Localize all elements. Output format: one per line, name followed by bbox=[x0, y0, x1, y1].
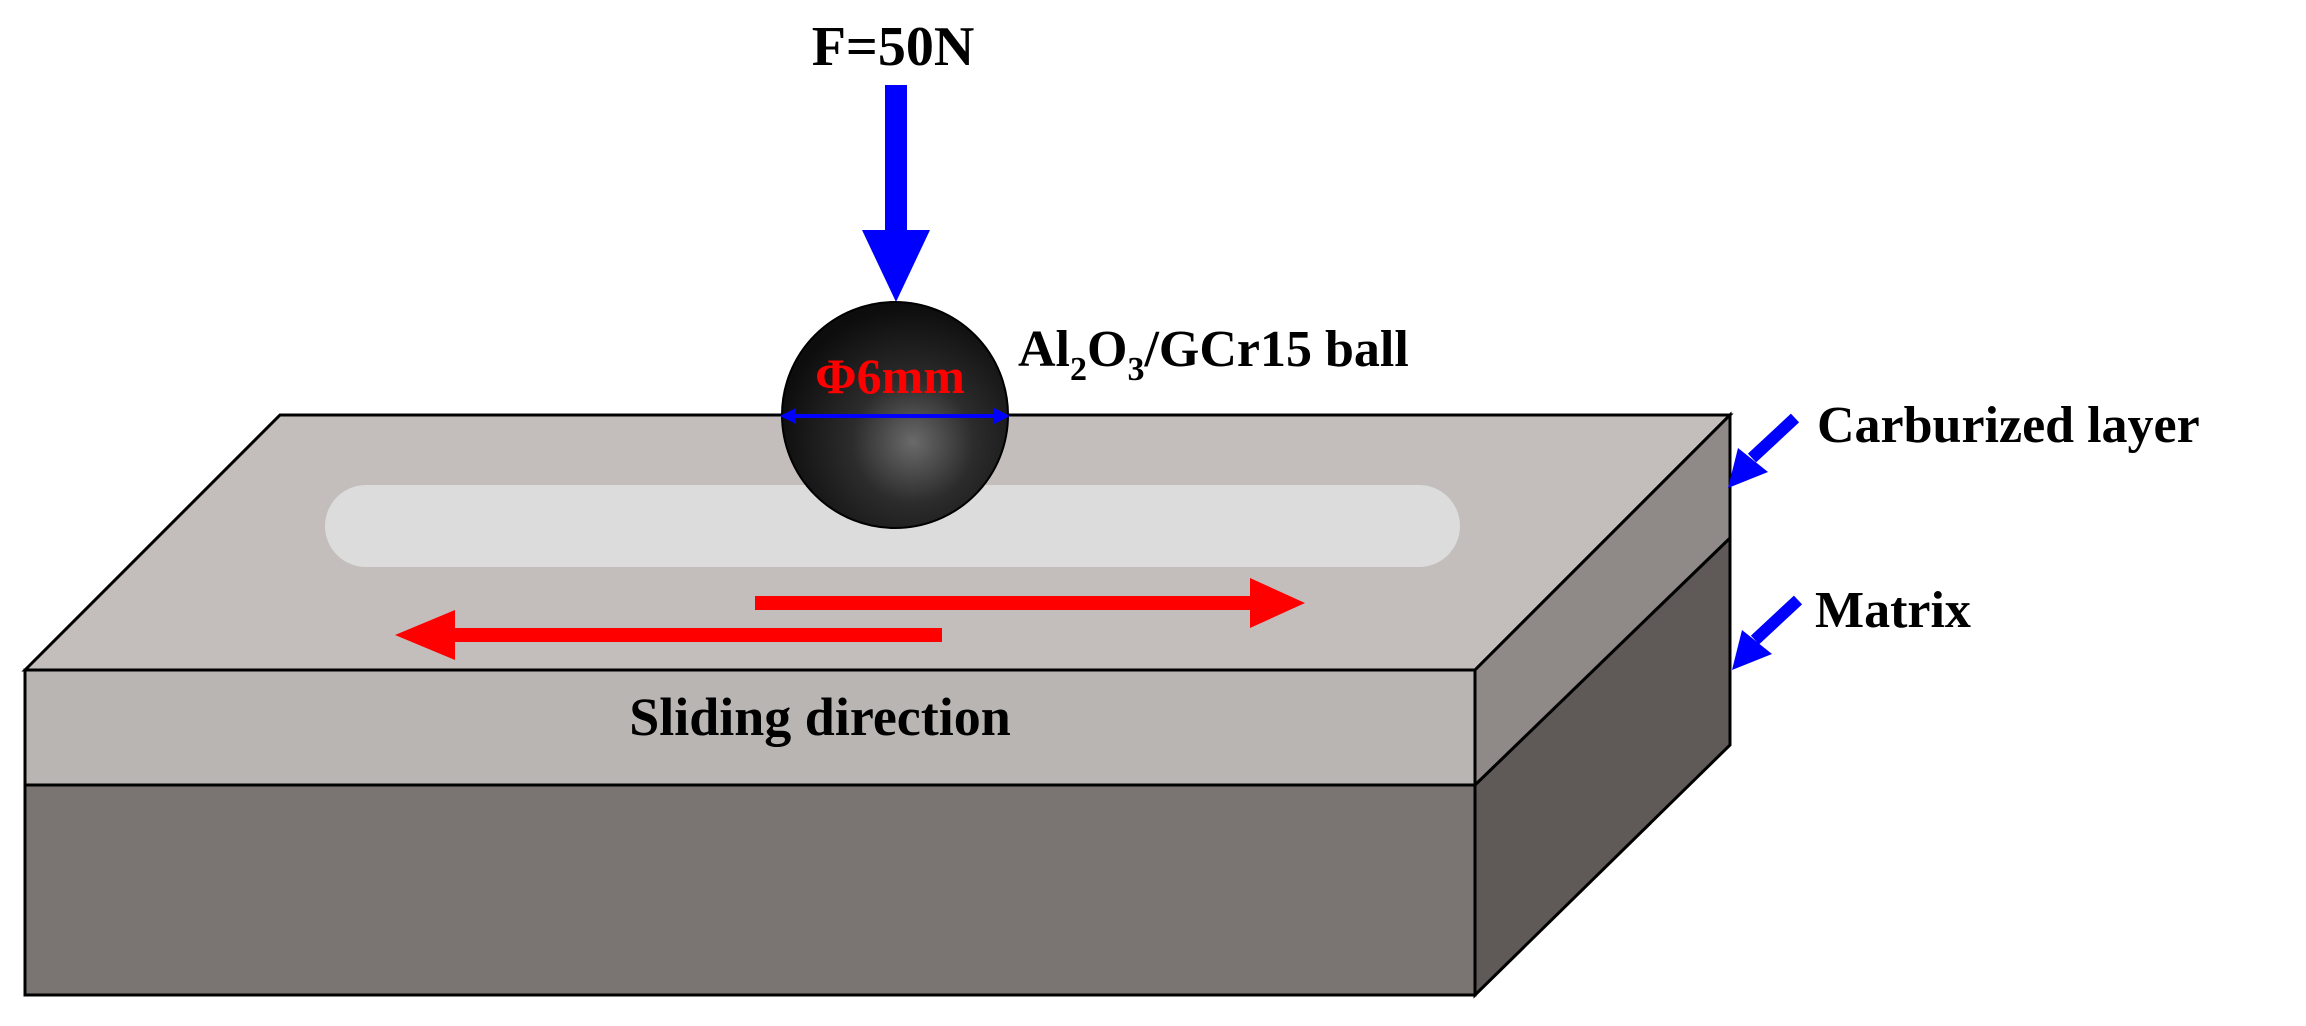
ball-label-mid: O bbox=[1087, 321, 1127, 378]
sliding-arrow-left-icon bbox=[395, 610, 942, 660]
sliding-direction-label: Sliding direction bbox=[629, 687, 1011, 747]
ball-label-suffix: /GCr15 ball bbox=[1143, 321, 1408, 378]
matrix-pointer-arrow-icon bbox=[1732, 595, 1803, 670]
force-label: F=50N bbox=[812, 16, 975, 78]
ball-label-sub2: 3 bbox=[1127, 351, 1144, 388]
diameter-label: Φ6mm bbox=[815, 348, 965, 404]
layer-pointer-arrow-icon bbox=[1728, 413, 1800, 488]
diameter-line-icon bbox=[780, 408, 1010, 424]
matrix-block bbox=[23, 534, 1732, 999]
carburized-layer-label: Carburized layer bbox=[1817, 397, 2200, 454]
sliding-arrow-right-icon bbox=[755, 578, 1305, 628]
ball-label: Al2O3/GCr15 ball bbox=[1018, 321, 1409, 388]
layer-side-face bbox=[1473, 411, 1732, 789]
ball-label-prefix: Al bbox=[1018, 321, 1070, 378]
matrix-front-face bbox=[23, 783, 1477, 997]
matrix-label: Matrix bbox=[1815, 582, 1971, 639]
force-arrow-icon bbox=[862, 85, 930, 302]
ball-label-sub1: 2 bbox=[1070, 351, 1087, 388]
